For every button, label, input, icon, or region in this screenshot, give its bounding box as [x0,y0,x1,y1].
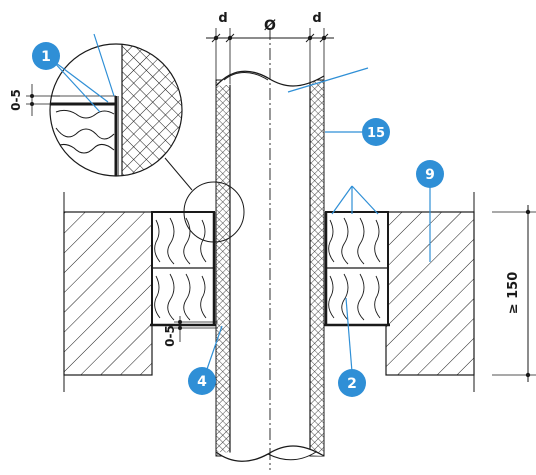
dim-pipe-diameter: Ø [264,18,276,34]
dim-slab-thickness: ≥ 150 [506,272,521,315]
lower-gap-dimension: 0-5 [163,316,218,347]
callout-2-label: 2 [347,376,357,392]
dim-wall-left: d [218,11,227,26]
callout-1-label: 1 [41,49,51,65]
callout-15: 15 [362,118,390,146]
insulation-right [324,211,390,327]
dim-wall-right: d [312,11,321,26]
callout-1: 1 [32,42,60,70]
callout-15-label: 15 [367,126,385,141]
callout-2: 2 [338,369,366,397]
detail-circle: 0-5 [9,43,245,243]
top-dimension: d Ø d [206,11,334,84]
callout-9-label: 9 [425,167,435,183]
callout-4: 4 [188,367,216,395]
callout-9: 9 [416,160,444,188]
slab-dimension: ≥ 150 [492,205,536,382]
dim-gap-lower: 0-5 [163,325,177,347]
callout-4-label: 4 [197,374,207,390]
dim-gap-detail: 0-5 [9,89,23,111]
insulation-left [150,211,216,327]
leader-lines [51,33,431,373]
pipe [212,28,328,470]
